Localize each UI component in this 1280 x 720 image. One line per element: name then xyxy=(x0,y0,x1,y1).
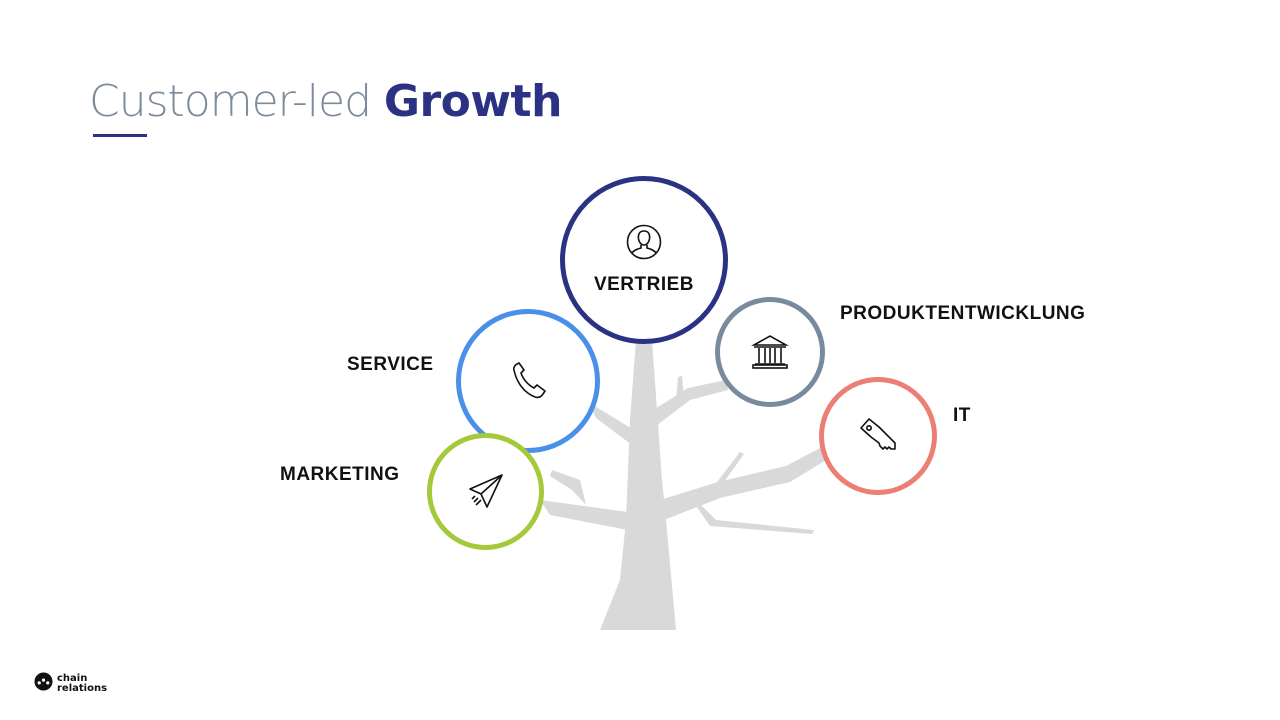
title-light: Customer-led xyxy=(89,76,372,127)
page-title: Customer-led Growth xyxy=(89,72,562,131)
logo-chain-relations: chain relations xyxy=(34,672,107,696)
label-service: SERVICE xyxy=(347,354,434,375)
phone-icon xyxy=(509,362,547,400)
node-vertrieb[interactable]: VERTRIEB xyxy=(560,176,728,344)
paper-plane-icon xyxy=(466,472,506,512)
label-marketing: MARKETING xyxy=(280,464,400,485)
node-produktentwicklung[interactable] xyxy=(715,297,825,407)
node-service[interactable] xyxy=(456,309,600,453)
node-label-vertrieb: VERTRIEB xyxy=(593,274,695,295)
label-it: IT xyxy=(953,405,971,426)
bank-building-icon xyxy=(751,334,789,370)
title-bold: Growth xyxy=(383,76,563,127)
logo-line2: relations xyxy=(57,683,108,694)
node-marketing[interactable] xyxy=(427,433,544,550)
logo-line1: chain xyxy=(57,673,88,684)
person-icon xyxy=(626,224,662,260)
chain-logo-icon xyxy=(34,672,53,696)
node-it[interactable] xyxy=(819,377,937,495)
key-icon xyxy=(858,416,898,456)
label-produktentwicklung: PRODUKTENTWICKLUNG xyxy=(840,303,1086,324)
title-underline xyxy=(93,134,147,137)
